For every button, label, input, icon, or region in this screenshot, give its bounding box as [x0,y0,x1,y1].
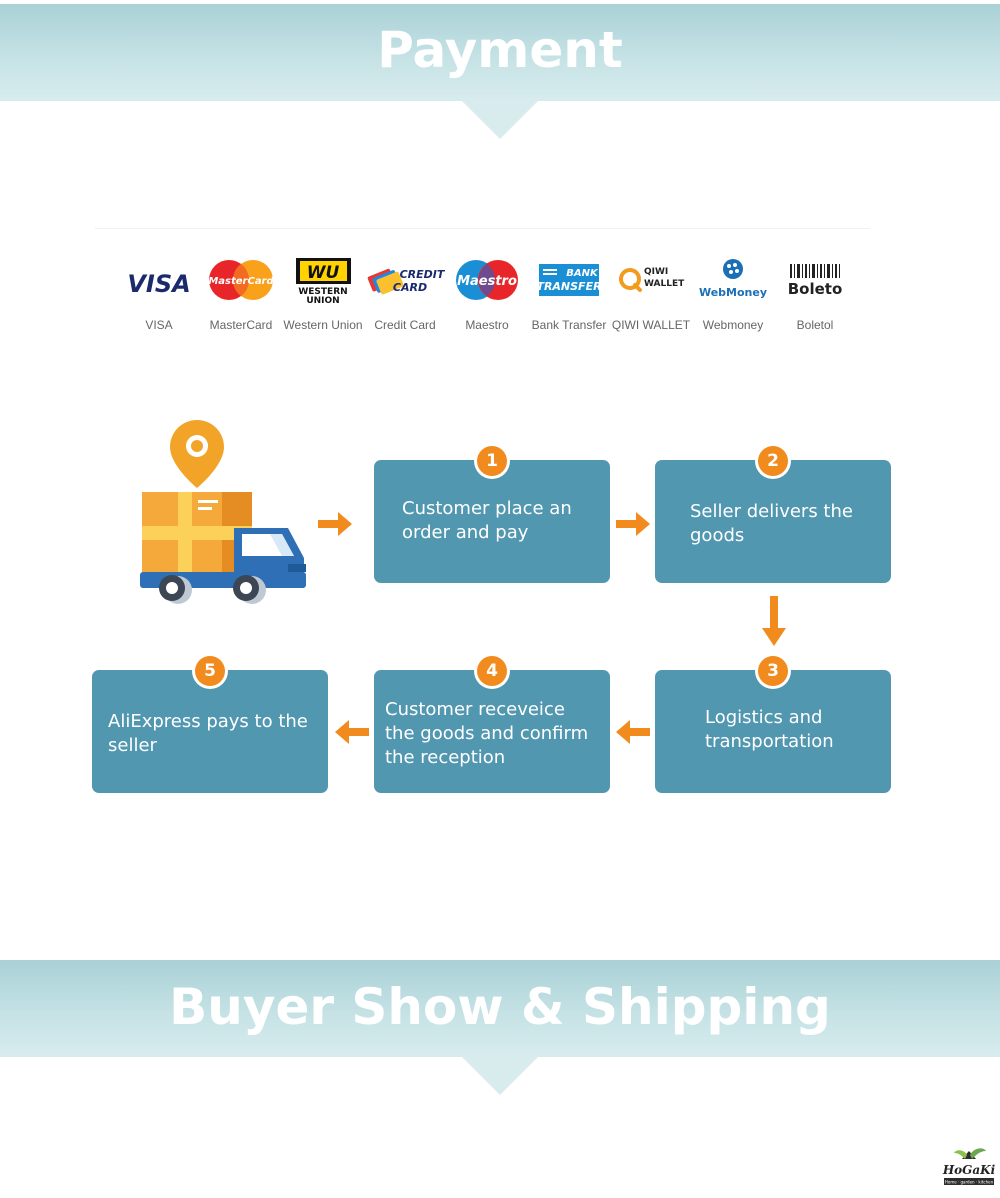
payment-label: MasterCard [209,318,273,332]
step-4-box: Customer receveice the goods and confirm… [374,670,610,793]
payment-method-mastercard: MasterCard MasterCard [200,250,282,340]
step-3-text: Logistics and transportation [705,707,834,752]
step-2-number-badge: 2 [758,446,788,476]
svg-text:TRANSFER: TRANSFER [536,280,601,293]
payment-label: QIWI WALLET [611,318,691,332]
payment-banner [0,4,1000,101]
svg-text:Maestro: Maestro [457,274,517,289]
arrow-left-icon [335,720,369,744]
payment-divider [95,228,870,229]
svg-text:BANK: BANK [566,268,599,279]
step-1-text: Customer place an order and pay [402,498,572,543]
payment-label: Credit Card [374,318,436,332]
step-5-text: AliExpress pays to the seller [108,711,308,756]
payment-label: Boletol [796,318,834,332]
svg-text:UNION: UNION [306,296,339,304]
svg-text:Boleto: Boleto [788,280,843,298]
svg-text:WebMoney: WebMoney [699,286,767,299]
step-3-box: Logistics and transportation [655,670,891,793]
arrow-right-icon [616,512,650,536]
credit-card-logo-icon: CREDIT CARD [367,268,446,295]
arrow-down-icon [762,596,786,646]
maestro-logo-icon: Maestro [456,260,518,300]
shipping-title: Buyer Show & Shipping [169,978,831,1036]
svg-text:QIWI: QIWI [644,267,668,277]
webmoney-logo-icon: WebMoney [699,259,767,299]
arrow-left-icon [616,720,650,744]
visa-logo-icon: VISA [127,270,190,298]
step-5-number-badge: 5 [195,656,225,686]
western-union-logo-icon: WU WESTERN UNION [296,258,351,304]
svg-text:MasterCard: MasterCard [208,276,274,287]
step-1-box: Customer place an order and pay [374,460,610,583]
bank-transfer-logo-icon: BANK TRANSFER [536,264,602,296]
payment-method-webmoney: WebMoney Webmoney [692,250,774,340]
svg-text:HoGaKi: HoGaKi [942,1163,996,1177]
step-1-number-badge: 1 [477,446,507,476]
payment-label: Maestro [465,318,509,332]
svg-text:CARD: CARD [393,281,427,294]
payment-method-bank-transfer: BANK TRANSFER Bank Transfer [528,250,610,340]
svg-text:VISA: VISA [127,270,190,298]
step-4-text: Customer receveice the goods and confirm… [385,699,589,768]
step-3-number-badge: 3 [758,656,788,686]
hogaki-logo-icon: HoGaKi Home · garden · kitchen [942,1148,996,1185]
svg-text:WU: WU [307,263,340,283]
payment-banner-notch [462,101,538,139]
arrow-right-icon [318,512,352,536]
svg-text:WALLET: WALLET [644,279,685,289]
svg-text:Home · garden · kitchen: Home · garden · kitchen [945,1180,994,1185]
delivery-truck-icon [140,420,306,604]
payment-method-maestro: Maestro Maestro [446,250,528,340]
qiwi-wallet-logo-icon: QIWI WALLET [619,267,685,292]
shipping-banner-notch [462,1057,538,1095]
payment-title: Payment [377,21,623,79]
payment-method-boleto: Boleto Boletol [774,250,856,340]
payment-label: Webmoney [702,318,764,332]
payment-method-visa: VISA VISA [118,250,200,340]
svg-text:WESTERN: WESTERN [298,287,347,297]
step-2-text: Seller delivers the goods [690,501,853,546]
mastercard-logo-icon: MasterCard [208,260,275,300]
payment-label: VISA [145,318,173,332]
payment-method-credit-card: CREDIT CARD Credit Card [364,250,446,340]
payment-label: Western Union [283,318,363,332]
step-5-box: AliExpress pays to the seller [92,670,328,793]
svg-text:CREDIT: CREDIT [400,268,446,281]
payment-method-western-union: WU WESTERN UNION Western Union [282,250,364,340]
step-4-number-badge: 4 [477,656,507,686]
boleto-logo-icon: Boleto [788,264,843,298]
payment-label: Bank Transfer [531,318,607,332]
payment-method-qiwi-wallet: QIWI WALLET QIWI WALLET [610,250,692,340]
shipping-banner [0,960,1000,1057]
step-2-box: Seller delivers the goods [655,460,891,583]
